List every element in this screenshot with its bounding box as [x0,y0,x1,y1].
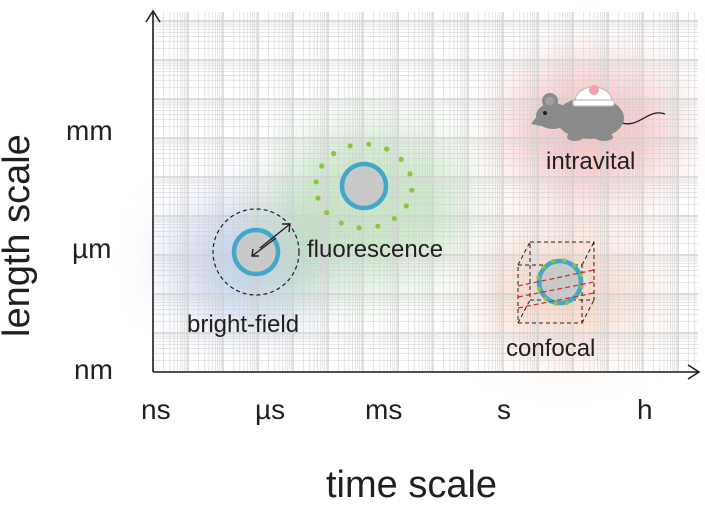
confocal-label: confocal [506,335,596,362]
fluorescent-dot [319,163,325,169]
x-tick-s: s [497,394,511,425]
y-axis-title: length scale [0,134,38,337]
fluorescent-dot [375,223,381,229]
fluorescent-dot [384,146,390,152]
x-axis-arrow-icon [687,364,701,380]
fluorescent-dot [331,150,337,157]
fluorescence-cell-icon [313,141,415,231]
axes [145,9,701,380]
y-axis-arrow-icon [145,9,161,23]
x-tick-ms: ms [365,394,403,425]
fluorescent-dot [324,210,330,216]
fluorescent-dot [565,300,569,305]
fluorescent-dot [562,258,567,263]
fluorescent-dot [313,179,319,185]
arrow-icon [259,223,291,249]
fluorescence-label: fluorescence [307,236,444,263]
intravital-label: intravital [546,148,636,175]
fluorescent-dot [315,195,321,201]
confocal-cell-icon [517,241,595,324]
x-tick-ns: ns [141,394,171,425]
confocal-dots [536,258,584,306]
fluorescent-dot [551,259,555,264]
mouse-icon [531,85,666,141]
fluorescent-dot [407,171,413,177]
y-tick-nm: nm [74,354,113,385]
fluorescent-dot [536,275,541,280]
fluorescent-dot [347,143,353,149]
fluorescent-dot [398,156,404,162]
y-tick-mm: mm [66,115,113,146]
log-grid [152,12,698,373]
bright-field-label: bright-field [187,311,300,338]
fluorescent-dot [403,203,409,209]
fluorescent-dot [553,301,558,306]
fluorescent-dot [338,220,344,226]
fluorescent-dot [543,296,548,301]
x-tick-h: h [637,394,653,425]
y-tick-um: µm [72,233,112,264]
fluorescent-dot [541,265,546,270]
fluorescent-dot [356,225,362,231]
fluorescent-dot [409,187,415,193]
x-tick-us: µs [255,394,286,425]
fluorescent-dot [572,263,577,268]
fluorescent-dot [537,287,542,291]
x-axis-title: time scale [326,464,498,506]
bright-field-cell-icon [212,208,300,296]
fluorescent-dot [578,273,583,277]
fluorescent-dot [366,141,372,147]
fluorescent-dot [579,284,584,289]
fluorescent-dots [313,141,415,231]
fluorescent-dot [391,215,397,222]
